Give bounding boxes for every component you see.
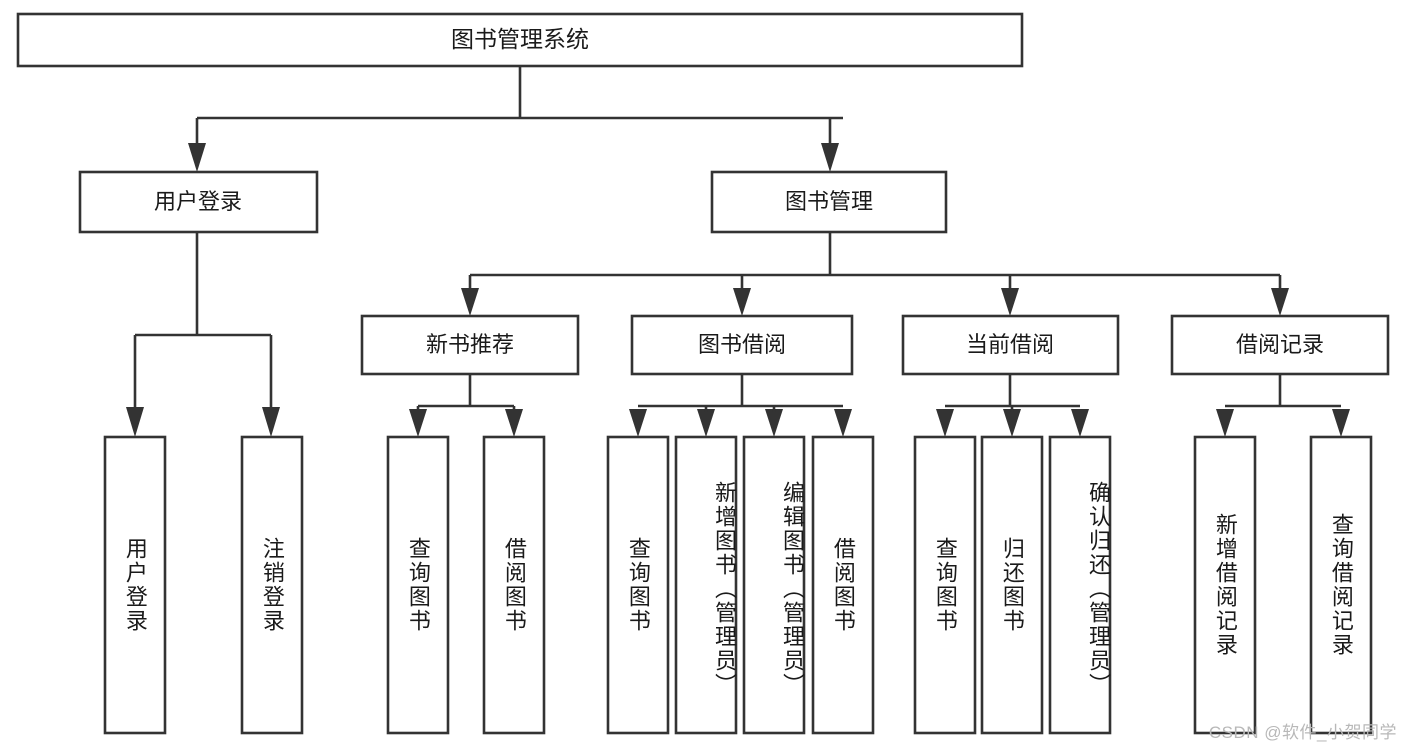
leaf-box-current-borrow-2[interactable] (980, 435, 1044, 735)
current-borrow-box[interactable] (901, 314, 1120, 376)
leaf-boxes-new-book-recommend (386, 435, 546, 735)
leaf-box-borrow-records-2[interactable] (1309, 435, 1373, 735)
arrowhead-cb-leaf2 (1003, 409, 1021, 437)
leaf-box-new-book-2[interactable] (482, 435, 546, 735)
arrowhead-nb-leaf1 (409, 409, 427, 437)
watermark-text: CSDN @软件_小贺同学 (1208, 723, 1397, 742)
edges-root-to-level2 (188, 66, 843, 172)
arrowhead-br-leaf1 (1216, 409, 1234, 437)
leaf-box-book-borrow-4[interactable] (811, 435, 875, 735)
user-login-label: 用户登录 (154, 189, 242, 214)
leaf-boxes-book-borrow (606, 435, 875, 735)
edges-current-borrow-to-leaves (936, 374, 1089, 437)
leaf-box-book-borrow-2[interactable] (674, 435, 738, 735)
arrowhead-bb-leaf4 (834, 409, 852, 437)
arrowhead-current-borrow (1001, 288, 1019, 316)
user-login-box[interactable] (78, 170, 319, 234)
edges-book-borrow-to-leaves (629, 374, 852, 437)
arrowhead-book-borrow (733, 288, 751, 316)
arrowhead-nb-leaf2 (505, 409, 523, 437)
borrow-records-box[interactable] (1170, 314, 1390, 376)
book-management-box[interactable] (710, 170, 948, 234)
current-borrow-label: 当前借阅 (966, 332, 1054, 357)
arrowhead-book-mgmt (821, 143, 839, 172)
leaf-boxes-current-borrow (913, 435, 1112, 735)
edges-user-login-to-leaves (126, 232, 280, 437)
edges-borrow-records-to-leaves (1216, 374, 1350, 437)
node-root[interactable]: 图书管理系统 (16, 12, 1024, 68)
new-book-recommend-box[interactable] (360, 314, 580, 376)
leaf-box-user-login-1[interactable] (103, 435, 167, 735)
arrowhead-ul-leaf1 (126, 407, 144, 437)
root-label: 图书管理系统 (451, 26, 589, 52)
leaf-boxes-borrow-records (1193, 435, 1373, 735)
node-current-borrow[interactable]: 当前借阅 (901, 314, 1120, 376)
arrowhead-borrow-records (1271, 288, 1289, 316)
leaf-box-user-login-2[interactable] (240, 435, 304, 735)
arrowhead-ul-leaf2 (262, 407, 280, 437)
leaf-boxes-user-login (103, 435, 304, 735)
node-book-management[interactable]: 图书管理 (710, 170, 948, 234)
node-new-book-recommend[interactable]: 新书推荐 (360, 314, 580, 376)
leaf-box-current-borrow-3[interactable] (1048, 435, 1112, 735)
node-user-login[interactable]: 用户登录 (78, 170, 319, 234)
book-management-label: 图书管理 (785, 189, 873, 214)
leaf-box-current-borrow-1[interactable] (913, 435, 977, 735)
arrowhead-cb-leaf1 (936, 409, 954, 437)
leaf-box-book-borrow-3[interactable] (742, 435, 806, 735)
leaf-box-new-book-1[interactable] (386, 435, 450, 735)
book-borrow-label: 图书借阅 (698, 332, 786, 357)
arrowhead-bb-leaf3 (765, 409, 783, 437)
arrowhead-bb-leaf2 (697, 409, 715, 437)
book-borrow-box[interactable] (630, 314, 854, 376)
leaf-box-book-borrow-1[interactable] (606, 435, 670, 735)
leaf-box-borrow-records-1[interactable] (1193, 435, 1257, 735)
arrowhead-cb-leaf3 (1071, 409, 1089, 437)
new-book-recommend-label: 新书推荐 (426, 332, 514, 357)
edges-new-book-to-leaves (409, 374, 523, 437)
node-book-borrow[interactable]: 图书借阅 (630, 314, 854, 376)
edges-book-mgmt-to-level3 (461, 232, 1289, 316)
borrow-records-label: 借阅记录 (1236, 332, 1324, 357)
arrowhead-bb-leaf1 (629, 409, 647, 437)
node-borrow-records[interactable]: 借阅记录 (1170, 314, 1390, 376)
arrowhead-user-login (188, 143, 206, 172)
arrowhead-new-book (461, 288, 479, 316)
root-box[interactable] (16, 12, 1024, 68)
arrowhead-br-leaf2 (1332, 409, 1350, 437)
